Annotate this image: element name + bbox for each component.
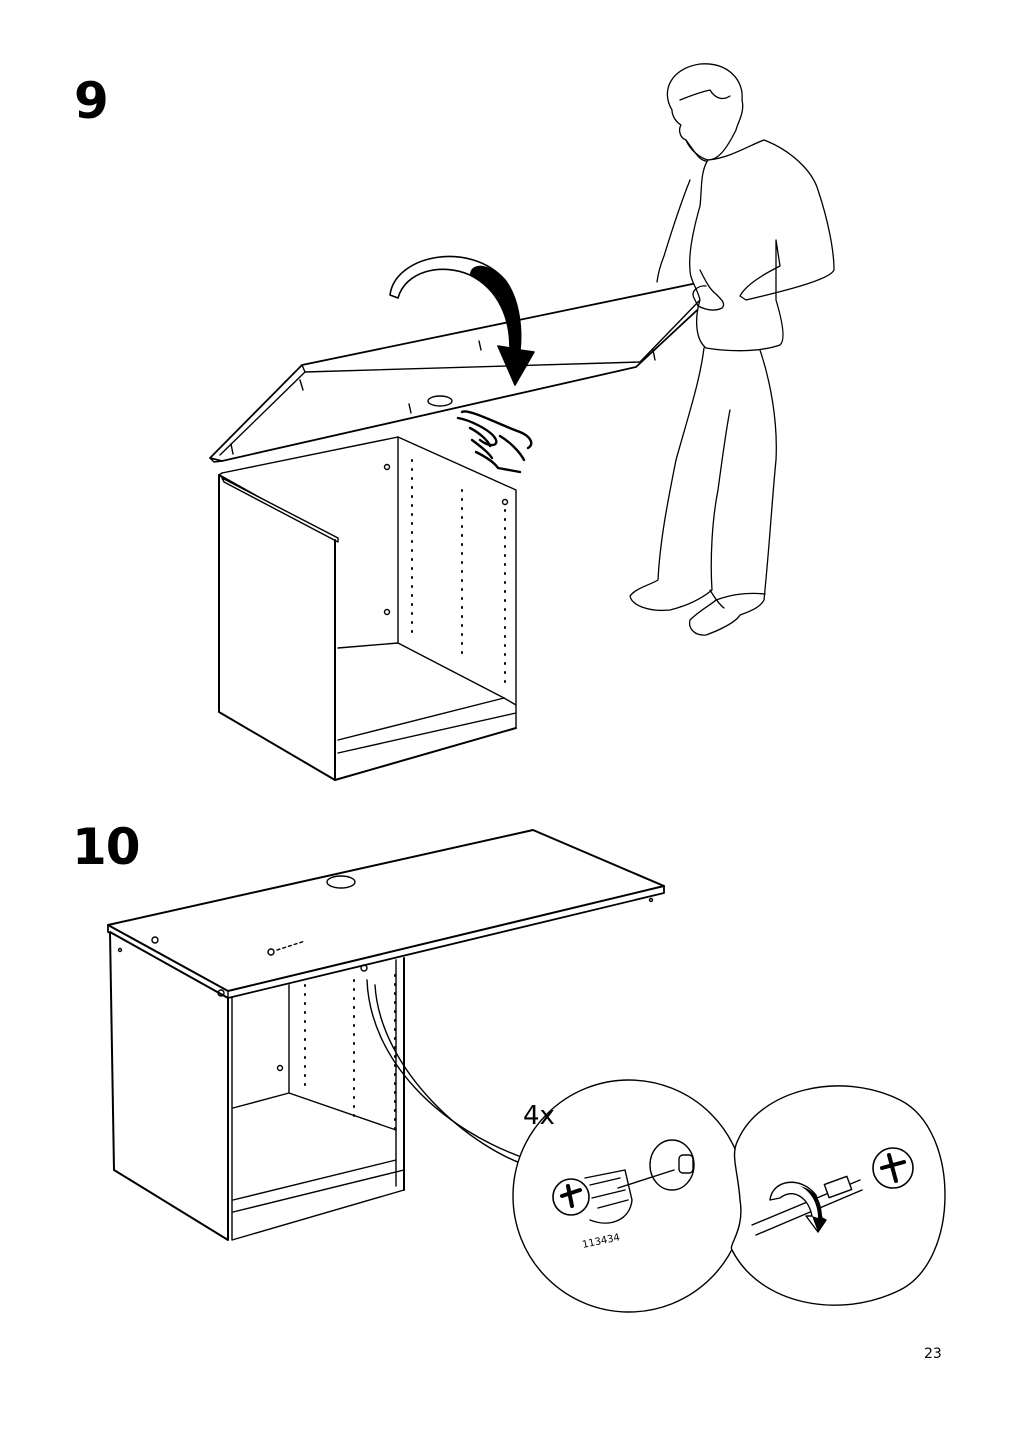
step-10-number: 10 [72,818,141,876]
cabinet-frame [218,436,517,781]
rotate-arrow-icon [389,255,535,386]
quantity-label: 4x [523,1101,555,1131]
hand-pinch-icon [456,410,533,474]
step-9-number: 9 [74,72,109,130]
person-figure [629,63,835,636]
page-number: 23 [924,1346,942,1362]
detail-circle-screwdriver [730,1085,946,1306]
desk-assembled [107,829,665,1241]
detail-circle-cam-lock: 113434 [512,1079,746,1313]
